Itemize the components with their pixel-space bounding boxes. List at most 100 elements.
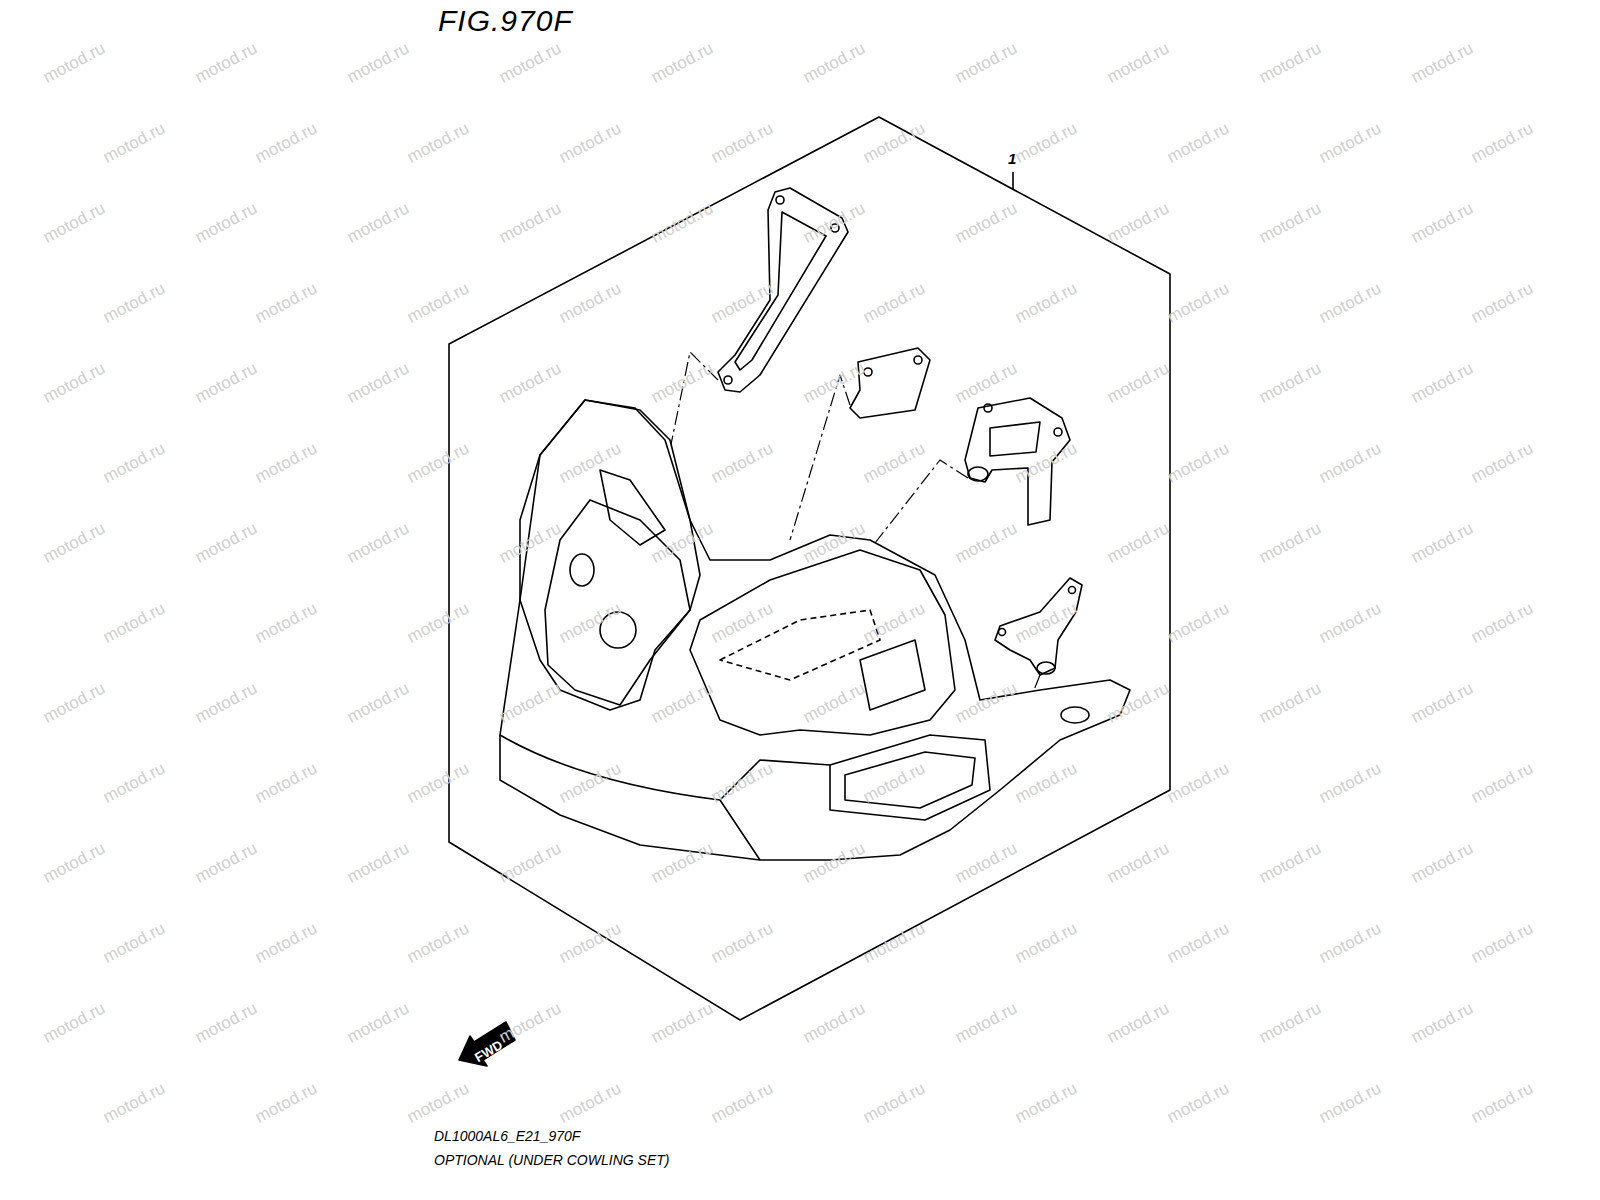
watermark: motod.ru: [1164, 759, 1233, 808]
watermark: motod.ru: [952, 999, 1021, 1048]
watermark: motod.ru: [1256, 999, 1325, 1048]
watermark: motod.ru: [404, 759, 473, 808]
watermark: motod.ru: [708, 119, 777, 168]
watermark: motod.ru: [1012, 119, 1081, 168]
watermark: motod.ru: [192, 39, 261, 88]
watermark: motod.ru: [100, 1079, 169, 1128]
watermark: motod.ru: [40, 999, 109, 1048]
watermark: motod.ru: [1104, 359, 1173, 408]
watermark: motod.ru: [404, 279, 473, 328]
watermark: motod.ru: [252, 759, 321, 808]
watermark: motod.ru: [1468, 759, 1537, 808]
watermark: motod.ru: [1104, 39, 1173, 88]
watermark: motod.ru: [1408, 359, 1477, 408]
watermark: motod.ru: [100, 599, 169, 648]
watermark: motod.ru: [556, 1079, 625, 1128]
watermark: motod.ru: [1164, 919, 1233, 968]
watermark: motod.ru: [1468, 439, 1537, 488]
collar: [1037, 662, 1055, 674]
watermark: motod.ru: [1408, 39, 1477, 88]
watermark: motod.ru: [1408, 999, 1477, 1048]
watermark: motod.ru: [496, 999, 565, 1048]
watermark: motod.ru: [860, 1079, 929, 1128]
watermark: motod.ru: [1012, 279, 1081, 328]
watermark: motod.ru: [1468, 919, 1537, 968]
bolt-hole: [914, 356, 922, 364]
watermark: motod.ru: [252, 439, 321, 488]
watermark: motod.ru: [496, 359, 565, 408]
watermark: motod.ru: [800, 39, 869, 88]
watermark: motod.ru: [708, 919, 777, 968]
mount-hole: [1061, 707, 1089, 723]
watermark: motod.ru: [40, 679, 109, 728]
watermark: motod.ru: [192, 999, 261, 1048]
watermark: motod.ru: [404, 599, 473, 648]
watermark: motod.ru: [648, 999, 717, 1048]
watermark: motod.ru: [1468, 119, 1537, 168]
leader-line: [1012, 172, 1014, 189]
duct-opening: [845, 752, 975, 808]
watermark: motod.ru: [1104, 519, 1173, 568]
cowling-center: [690, 550, 955, 735]
watermark: motod.ru: [344, 359, 413, 408]
watermark: motod.ru: [40, 839, 109, 888]
watermark: motod.ru: [192, 199, 261, 248]
watermark: motod.ru: [1012, 1079, 1081, 1128]
watermark: motod.ru: [1256, 519, 1325, 568]
watermark: motod.ru: [1316, 599, 1385, 648]
watermark: motod.ru: [192, 839, 261, 888]
collar: [968, 467, 988, 481]
bolt-hole: [999, 629, 1006, 636]
kit-frame: [449, 117, 1170, 1020]
bolt-hole: [1069, 587, 1076, 594]
watermark: motod.ru: [252, 279, 321, 328]
watermark: motod.ru: [40, 199, 109, 248]
callout-number: 1: [1008, 150, 1016, 167]
watermark: motod.ru: [496, 839, 565, 888]
watermark: motod.ru: [708, 1079, 777, 1128]
watermark: motod.ru: [1164, 599, 1233, 648]
bolt-hole: [776, 196, 784, 204]
watermark: motod.ru: [708, 439, 777, 488]
watermark: motod.ru: [952, 199, 1021, 248]
watermark: motod.ru: [952, 839, 1021, 888]
bolt-hole: [984, 404, 992, 412]
watermark: motod.ru: [344, 679, 413, 728]
watermark: motod.ru: [192, 679, 261, 728]
watermark: motod.ru: [192, 519, 261, 568]
watermark: motod.ru: [40, 359, 109, 408]
watermark: motod.ru: [1104, 839, 1173, 888]
watermark: motod.ru: [1468, 1079, 1537, 1128]
vent-opening: [860, 640, 925, 710]
watermark: motod.ru: [556, 279, 625, 328]
watermark: motod.ru: [556, 119, 625, 168]
watermark: motod.ru: [1012, 919, 1081, 968]
watermark: motod.ru: [252, 919, 321, 968]
watermark: motod.ru: [404, 1079, 473, 1128]
watermark: motod.ru: [800, 999, 869, 1048]
watermark: motod.ru: [1316, 759, 1385, 808]
watermark: motod.ru: [192, 359, 261, 408]
watermark: motod.ru: [1104, 199, 1173, 248]
watermark: motod.ru: [1316, 919, 1385, 968]
watermark: motod.ru: [648, 39, 717, 88]
watermark: motod.ru: [1408, 679, 1477, 728]
figure-title: FIG.970F: [438, 4, 573, 38]
watermark: motod.ru: [1164, 279, 1233, 328]
watermark: motod.ru: [1256, 39, 1325, 88]
watermark: motod.ru: [252, 599, 321, 648]
watermark: motod.ru: [100, 279, 169, 328]
watermark: motod.ru: [1256, 839, 1325, 888]
watermark: motod.ru: [100, 759, 169, 808]
under-cowling: [500, 400, 1130, 860]
watermark: motod.ru: [496, 199, 565, 248]
bolt-hole: [724, 376, 732, 384]
watermark: motod.ru: [100, 119, 169, 168]
watermark: motod.ru: [344, 39, 413, 88]
watermark: motod.ru: [40, 519, 109, 568]
watermark: motod.ru: [404, 439, 473, 488]
watermark: motod.ru: [1164, 1079, 1233, 1128]
watermark: motod.ru: [1164, 439, 1233, 488]
watermark: motod.ru: [1316, 279, 1385, 328]
watermark: motod.ru: [404, 919, 473, 968]
